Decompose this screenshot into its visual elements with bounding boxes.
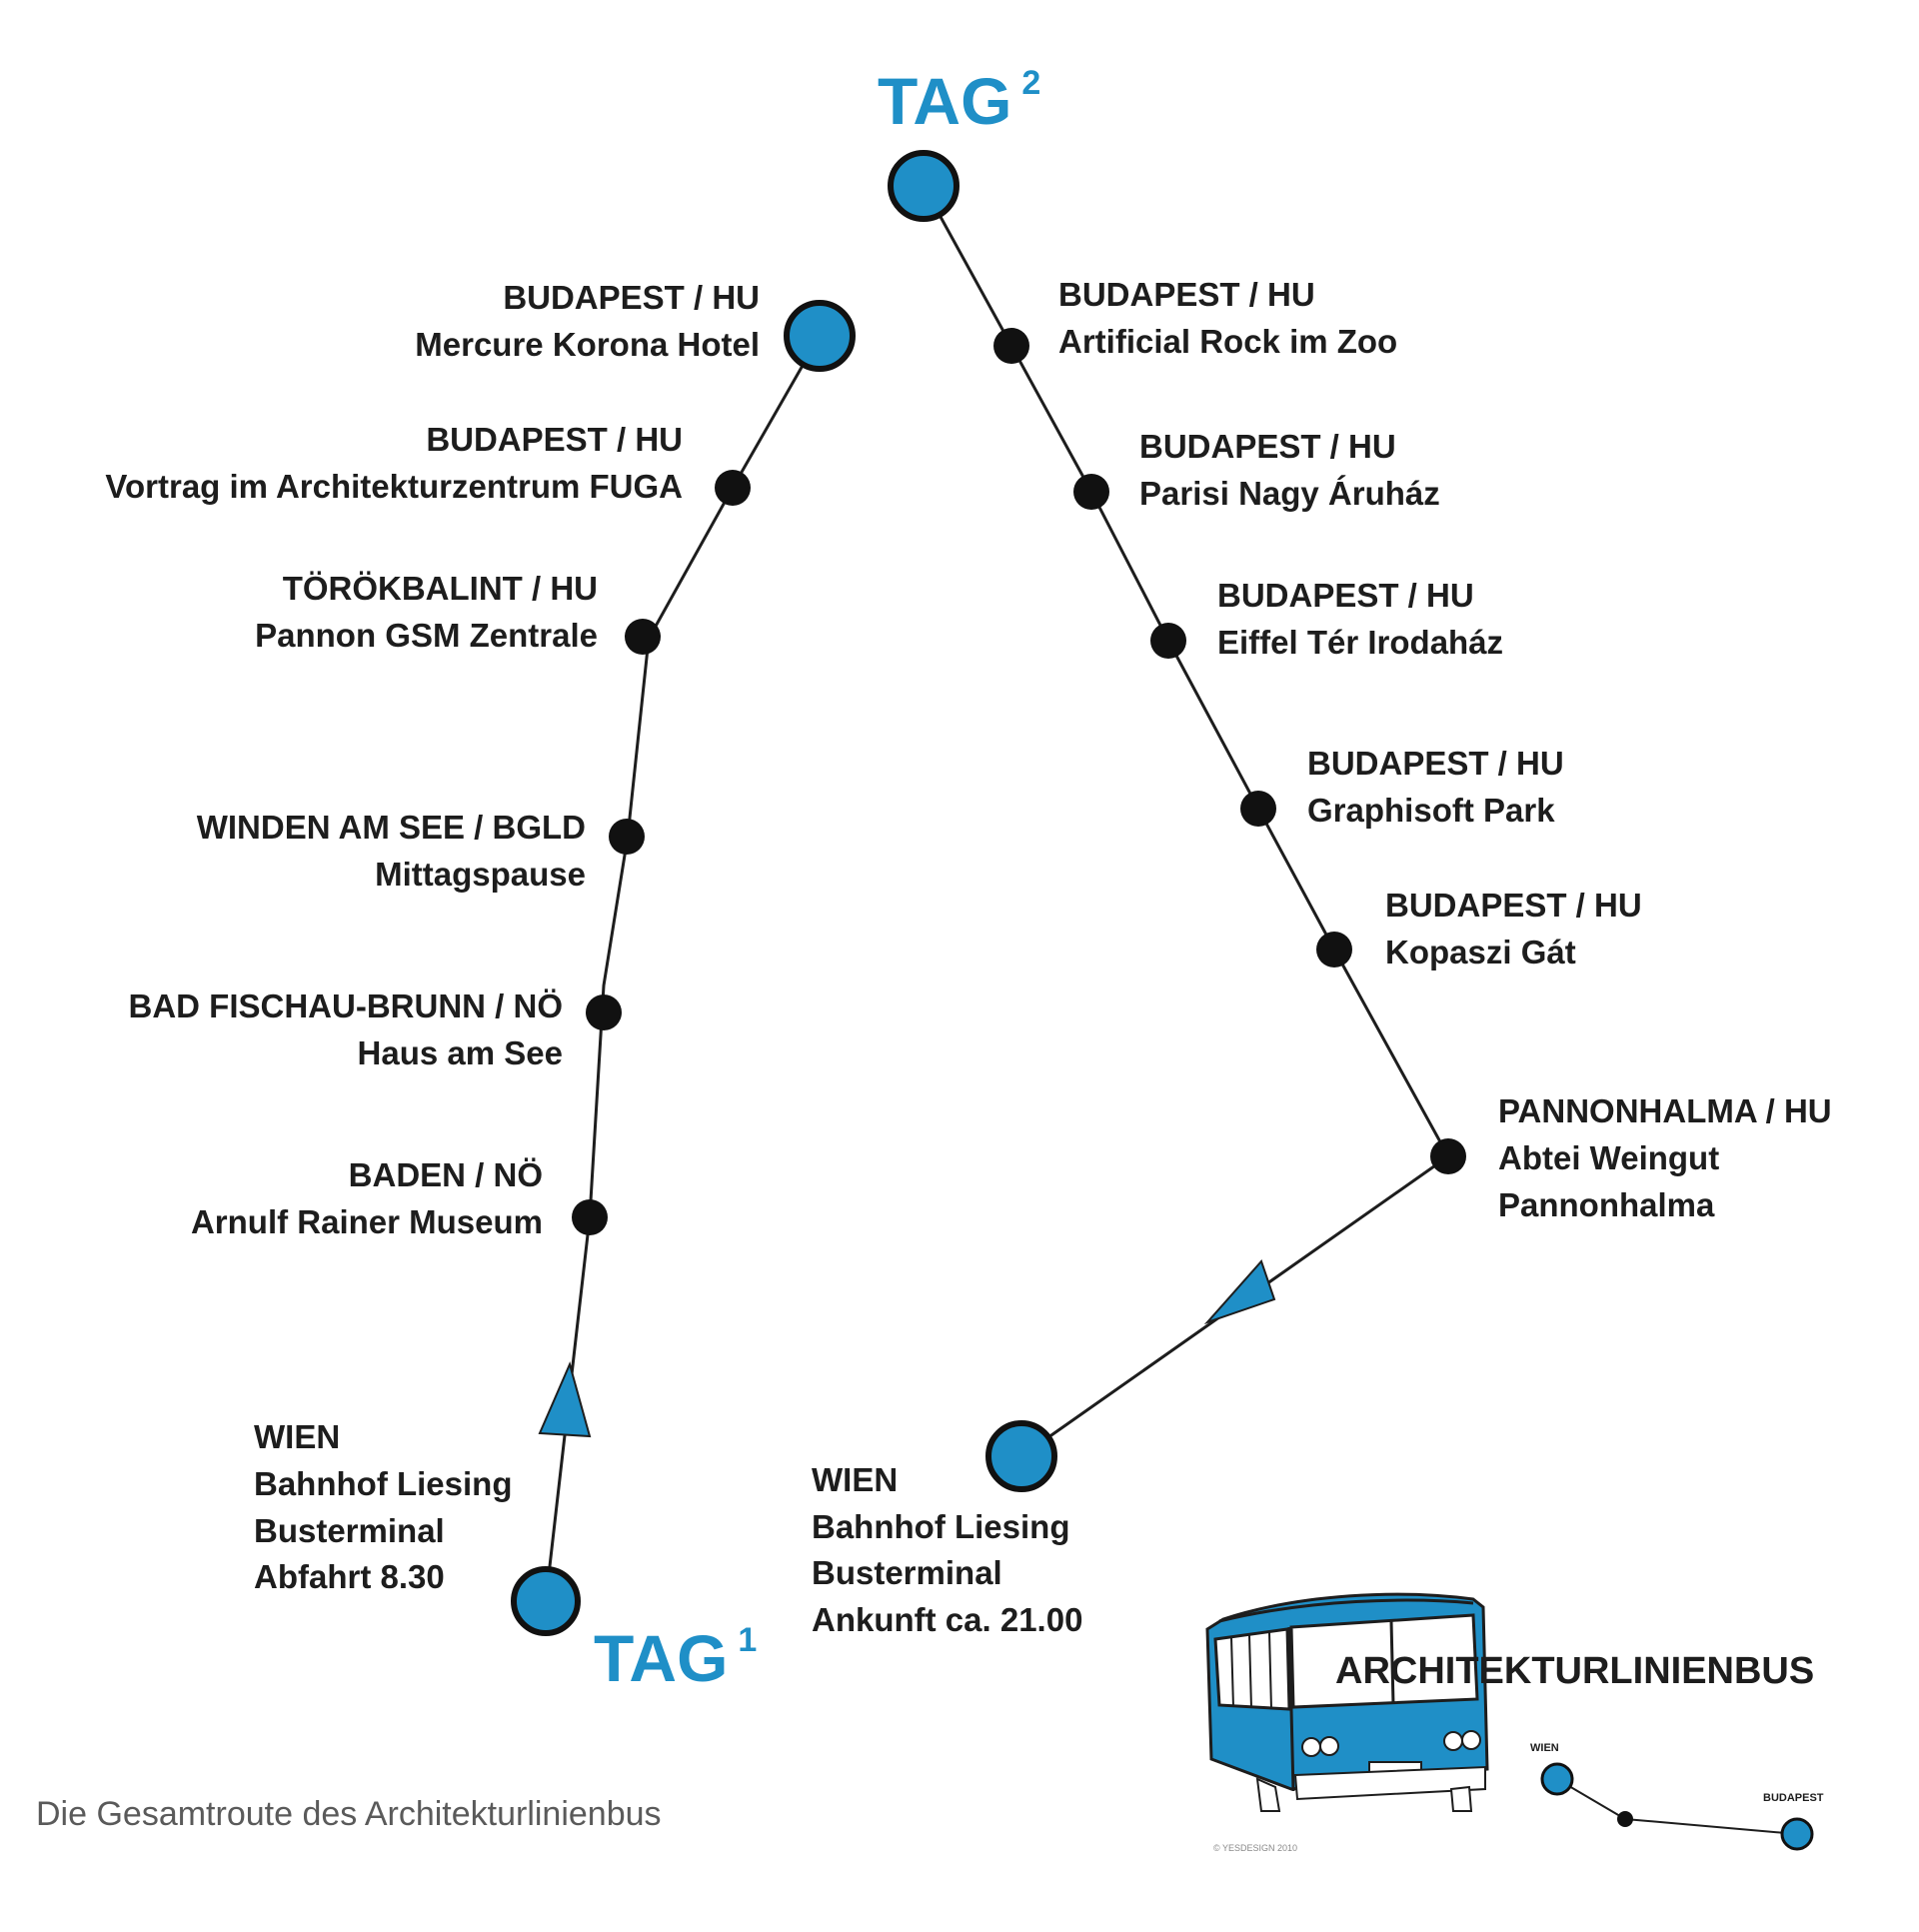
station-wien-start [511,1566,581,1636]
label-torokbalint: TÖRÖKBALINT / HU Pannon GSM Zentrale [255,570,598,654]
copyright: © YESDESIGN 2010 [1213,1843,1297,1853]
label-winden: WINDEN AM SEE / BGLD Mittagspause [197,809,586,893]
label-bad-fischau: BAD FISCHAU-BRUNN / NÖ Haus am See [129,987,563,1071]
direction-arrow-day1 [538,1361,592,1438]
stop-dot-zoo [993,328,1029,364]
caption: Die Gesamtroute des Architekturlinienbus [36,1795,662,1833]
stop-dot-fuga [715,470,751,506]
bus-side-windows [1213,1627,1291,1711]
label-pannonhalma: PANNONHALMA / HU Abtei Weingut Pannonhal… [1498,1092,1832,1223]
stop-dot-torokbalint [625,619,661,655]
stop-dot-bad-fischau [586,994,622,1030]
svg-text:Mercure Korona Hotel: Mercure Korona Hotel [415,326,760,363]
svg-text:TÖRÖKBALINT / HU: TÖRÖKBALINT / HU [283,570,598,607]
svg-text:Parisi Nagy Áruház: Parisi Nagy Áruház [1139,475,1440,512]
stop-dot-baden [572,1199,608,1235]
direction-arrow-day2 [1203,1259,1276,1325]
svg-text:Pannon GSM Zentrale: Pannon GSM Zentrale [255,617,598,654]
stop-dot-graphisoft [1240,791,1276,827]
svg-text:BUDAPEST / HU: BUDAPEST / HU [426,421,683,458]
svg-text:BUDAPEST / HU: BUDAPEST / HU [1385,887,1642,924]
svg-text:Abtei Weingut: Abtei Weingut [1498,1139,1719,1176]
svg-text:WIEN: WIEN [1530,1742,1559,1754]
label-wien-end: WIEN Bahnhof Liesing Busterminal Ankunft… [812,1461,1082,1638]
svg-text:Busterminal: Busterminal [254,1512,445,1549]
station-tag2-start [888,150,960,222]
svg-text:Ankunft ca. 21.00: Ankunft ca. 21.00 [812,1601,1082,1638]
svg-text:BAD FISCHAU-BRUNN / NÖ: BAD FISCHAU-BRUNN / NÖ [129,987,563,1024]
svg-text:Haus am See: Haus am See [358,1034,563,1071]
svg-text:BUDAPEST: BUDAPEST [1763,1792,1824,1804]
svg-text:Pannonhalma: Pannonhalma [1498,1186,1715,1223]
label-fuga: BUDAPEST / HU Vortrag im Architekturzent… [105,421,683,505]
svg-text:BUDAPEST / HU: BUDAPEST / HU [1058,276,1315,313]
svg-text:Bahnhof Liesing: Bahnhof Liesing [254,1465,513,1502]
bus-windshield [1289,1613,1479,1709]
label-wien-start: WIEN Bahnhof Liesing Busterminal Abfahrt… [254,1418,513,1595]
bus-headlight [1461,1730,1481,1750]
stop-dot-eiffel [1150,623,1186,659]
svg-text:WIEN: WIEN [254,1418,340,1455]
svg-text:BUDAPEST / HU: BUDAPEST / HU [1217,577,1474,614]
svg-text:Mittagspause: Mittagspause [375,856,586,893]
svg-text:WIEN: WIEN [812,1461,898,1498]
svg-text:PANNONHALMA / HU: PANNONHALMA / HU [1498,1092,1832,1129]
label-zoo: BUDAPEST / HU Artificial Rock im Zoo [1058,276,1397,360]
stop-dot-pannonhalma [1430,1138,1466,1174]
bus-headlight [1301,1737,1321,1757]
label-baden: BADEN / NÖ Arnulf Rainer Museum [191,1156,543,1240]
bus-roof [1218,1598,1474,1623]
svg-text:Bahnhof Liesing: Bahnhof Liesing [812,1508,1070,1545]
svg-text:Artificial Rock im Zoo: Artificial Rock im Zoo [1058,323,1397,360]
stop-dot-kopaszi [1316,932,1352,967]
svg-text:BUDAPEST / HU: BUDAPEST / HU [1307,745,1564,782]
svg-text:BADEN / NÖ: BADEN / NÖ [349,1156,543,1193]
bus-headlight [1443,1731,1463,1751]
svg-text:BUDAPEST / HU: BUDAPEST / HU [1139,428,1396,465]
label-graphisoft: BUDAPEST / HU Graphisoft Park [1307,745,1564,829]
mini-stop-dot [1617,1811,1633,1827]
bus-title: ARCHITEKTURLINIENBUS [1335,1650,1814,1692]
route-line-day2 [922,185,1450,1458]
mini-route-map: WIEN BUDAPEST [1530,1742,1824,1851]
svg-text:WINDEN AM SEE / BGLD: WINDEN AM SEE / BGLD [197,809,586,846]
svg-text:Eiffel Tér Irodaház: Eiffel Tér Irodaház [1217,624,1503,661]
label-kopaszi: BUDAPEST / HU Kopaszi Gát [1385,887,1642,970]
label-eiffel: BUDAPEST / HU Eiffel Tér Irodaház [1217,577,1503,661]
bus-illustration [1205,1592,1489,1812]
station-hotel [784,300,856,372]
label-parisi: BUDAPEST / HU Parisi Nagy Áruház [1139,428,1440,512]
route-line-day1 [544,335,822,1602]
stop-dot-parisi [1073,474,1109,510]
bus-wheel [1255,1777,1281,1812]
svg-text:Arnulf Rainer Museum: Arnulf Rainer Museum [191,1203,543,1240]
svg-text:Graphisoft Park: Graphisoft Park [1307,792,1555,829]
svg-text:Kopaszi Gát: Kopaszi Gát [1385,934,1576,970]
bus-headlight [1319,1736,1339,1756]
svg-text:Vortrag im Architekturzentrum: Vortrag im Architekturzentrum FUGA [105,468,683,505]
station-wien-end [985,1420,1057,1492]
stop-dot-winden [609,819,645,855]
label-hotel: BUDAPEST / HU Mercure Korona Hotel [415,279,760,363]
bus-wheel [1449,1785,1473,1812]
svg-text:Busterminal: Busterminal [812,1554,1002,1591]
mini-station-budapest [1780,1817,1814,1851]
svg-text:BUDAPEST / HU: BUDAPEST / HU [503,279,760,316]
svg-text:Abfahrt 8.30: Abfahrt 8.30 [254,1558,445,1595]
mini-station-wien [1540,1762,1574,1796]
